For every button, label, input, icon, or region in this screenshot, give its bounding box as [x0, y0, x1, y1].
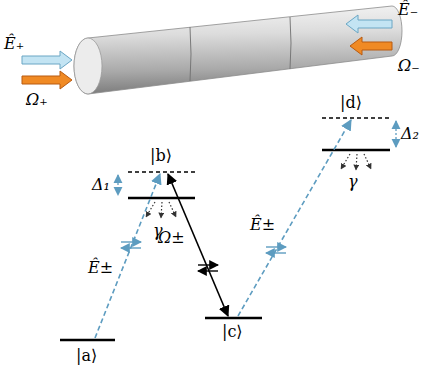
level-line	[128, 197, 195, 200]
virtual-level	[322, 117, 390, 119]
state-label: |c⟩	[222, 322, 243, 342]
segment-line	[190, 27, 191, 81]
decay-label: γ	[348, 172, 358, 192]
state-label: |a⟩	[76, 346, 97, 366]
segment-line	[290, 17, 291, 69]
state-label: |d⟩	[340, 93, 362, 113]
control-arrow	[22, 71, 72, 89]
level-line	[322, 149, 390, 152]
field-label: Ê±	[88, 258, 113, 278]
beam-label: Ê₊	[4, 34, 24, 54]
detuning-label: Δ₂	[401, 124, 419, 144]
beam-label: Ω₊	[26, 90, 48, 110]
decay-arrows	[146, 154, 371, 218]
level-line	[205, 317, 262, 320]
probe-transition	[95, 174, 160, 338]
beam-label: Ê₋	[398, 0, 418, 20]
detuning-arrow	[117, 175, 118, 195]
virtual-level	[128, 171, 195, 173]
beam-label: Ω₋	[398, 56, 420, 76]
field-label: Ω±	[158, 228, 185, 248]
state-label: |b⟩	[150, 146, 172, 166]
level-line	[60, 339, 115, 342]
detuning-label: Δ₁	[92, 175, 110, 195]
detuning-arrow	[395, 121, 396, 147]
probe-arrow	[346, 15, 392, 33]
probe-transition	[238, 120, 351, 316]
propagation-symbol	[121, 242, 286, 271]
field-label: Ê±	[250, 215, 275, 235]
cylinder-end-cap	[74, 38, 102, 94]
medium-cylinder	[74, 6, 402, 94]
control-arrow	[350, 37, 392, 55]
probe-arrow	[22, 51, 72, 69]
